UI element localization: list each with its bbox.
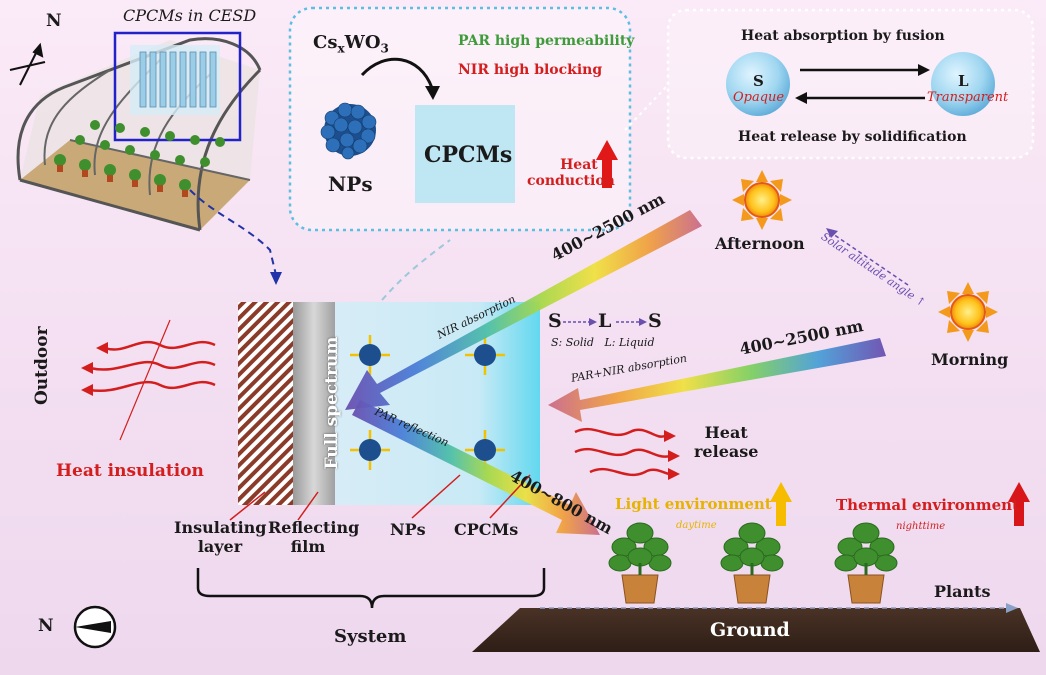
solid-sphere (726, 52, 790, 116)
morning-label: Morning (931, 350, 1009, 369)
liquid-sphere (931, 52, 995, 116)
cpcms-pointer-label: CPCMs (454, 520, 519, 539)
light-environment-label: Light environment (615, 495, 772, 513)
cpcms-block-label: CPCMs (424, 142, 513, 168)
heat-insulation-label: Heat insulation (56, 461, 204, 481)
heat-waves-left (89, 340, 216, 393)
system-label: System (334, 626, 407, 647)
thermal-up-arrow-icon (1008, 482, 1030, 526)
afternoon-sun-icon (732, 170, 792, 230)
compass-n-label: N (38, 616, 54, 636)
solid-s-label: S (753, 72, 764, 90)
nighttime-label: nighttime (896, 521, 946, 532)
nps-cluster-icon (320, 102, 377, 160)
greenhouse-illustration (16, 31, 282, 285)
thermal-environment-label: Thermal environment (836, 496, 1019, 514)
phase-box-frame (666, 8, 1035, 160)
sls-l: L (598, 310, 612, 332)
greenhouse-caption: CPCMs in CESD (123, 6, 257, 25)
heat-waves-right (574, 427, 671, 477)
cswo3-formula: CsxWO3 (313, 32, 389, 56)
opaque-label: Opaque (733, 90, 785, 105)
nps-label: NPs (328, 172, 373, 196)
transparent-label: Transparent (927, 90, 1009, 105)
north-arrow-icon (9, 42, 46, 86)
sls-legend: S: Solid L: Liquid (551, 336, 655, 349)
lower-beam-arrow (352, 400, 600, 535)
par-permeability-label: PAR high permeability (458, 33, 635, 49)
daytime-label: daytime (676, 520, 717, 531)
north-label: N (46, 11, 62, 31)
nir-blocking-label: NIR high blocking (458, 62, 603, 78)
upper-beam-arrow (345, 210, 702, 410)
compass-icon (73, 605, 117, 649)
ground-label: Ground (710, 619, 790, 641)
liquid-l-label: L (958, 72, 969, 90)
full-spectrum-label: Full spectrum (322, 336, 342, 470)
fusion-label: Heat absorption by fusion (741, 28, 945, 44)
heat-up-arrow-icon (596, 140, 618, 188)
light-up-arrow-icon (770, 482, 792, 526)
plants-label: Plants (934, 582, 991, 601)
right-beam-arrow (548, 338, 886, 422)
solidification-label: Heat release by solidification (738, 129, 967, 145)
plant-icon (720, 522, 784, 604)
sls-s2: S (648, 310, 662, 332)
sls-s1: S (548, 310, 562, 332)
ground-soil (472, 608, 1040, 652)
reflecting-film (293, 302, 335, 505)
cpcms-block (415, 105, 515, 203)
plant-icon (834, 522, 898, 604)
plant-icon (608, 522, 672, 604)
system-bracket (196, 568, 546, 609)
outdoor-label: Outdoor (32, 326, 52, 405)
afternoon-label: Afternoon (715, 234, 805, 253)
morning-sun-icon (938, 282, 998, 342)
insulating-layer (238, 302, 293, 505)
nps-pointer-label: NPs (390, 520, 426, 539)
